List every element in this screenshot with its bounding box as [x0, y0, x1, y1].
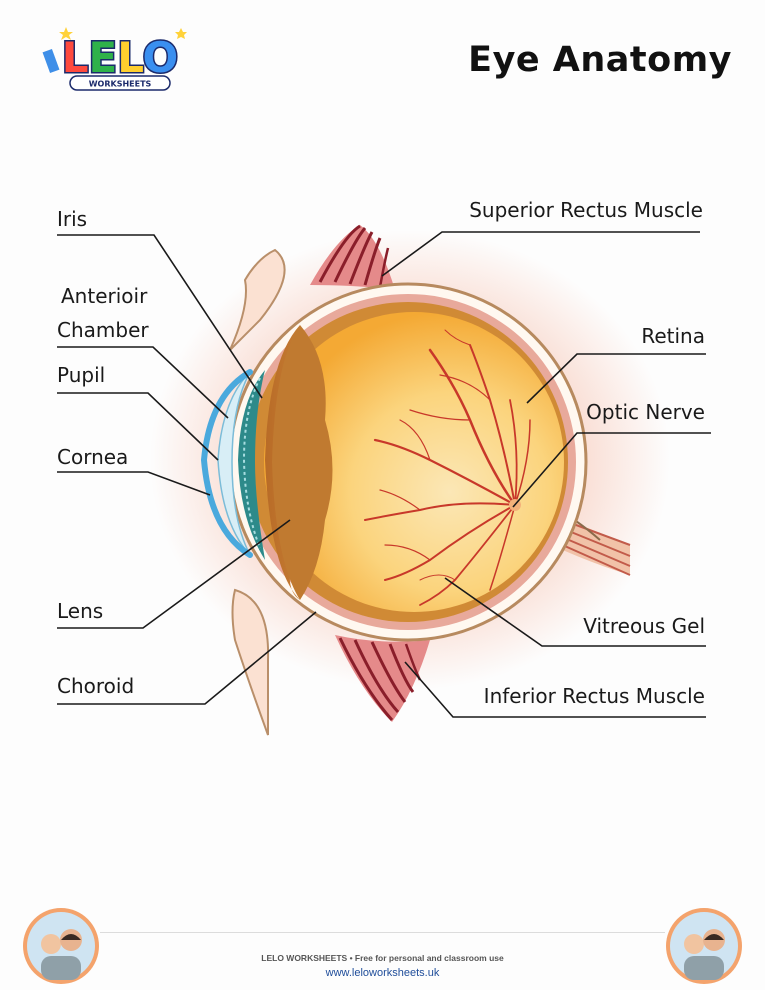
label-lens: Lens [57, 599, 104, 623]
label-pupil: Pupil [57, 363, 106, 387]
inferior-rectus-muscle [335, 635, 430, 722]
author-avatar-left [23, 908, 99, 984]
label-vitreous-gel: Vitreous Gel [583, 614, 705, 638]
footer-text: LELO WORKSHEETS • Free for personal and … [261, 953, 504, 963]
footer-divider [100, 932, 665, 933]
footer-url-link[interactable]: www.leloworksheets.uk [325, 967, 440, 979]
label-retina: Retina [641, 324, 705, 348]
page-title: Eye Anatomy [468, 40, 732, 80]
blood-vessels [364, 329, 531, 606]
leader-lines [57, 231, 711, 718]
cornea [200, 369, 253, 558]
label-inferior-rectus-muscle: Inferior Rectus Muscle [483, 684, 705, 708]
label-choroid: Choroid [57, 674, 135, 698]
lower-eyelid [231, 588, 270, 736]
logo-pencil-icon [42, 48, 60, 74]
logo-main-text: LELO [62, 33, 178, 82]
label-anterior-chamber-line2: Chamber [57, 318, 149, 342]
superior-rectus-muscle [310, 224, 395, 290]
label-anterior-chamber-line1: Anterioir [61, 284, 148, 308]
label-superior-rectus-muscle: Superior Rectus Muscle [469, 198, 703, 222]
label-optic-nerve: Optic Nerve [586, 400, 705, 424]
logo-star-icon [59, 27, 187, 40]
iris [238, 370, 265, 560]
label-iris: Iris [57, 207, 88, 231]
logo-sub-text: WORKSHEETS [89, 80, 152, 89]
label-cornea: Cornea [57, 445, 129, 469]
lelo-worksheets-logo: LELO WORKSHEETS [42, 27, 187, 91]
author-avatar-right [666, 908, 742, 984]
